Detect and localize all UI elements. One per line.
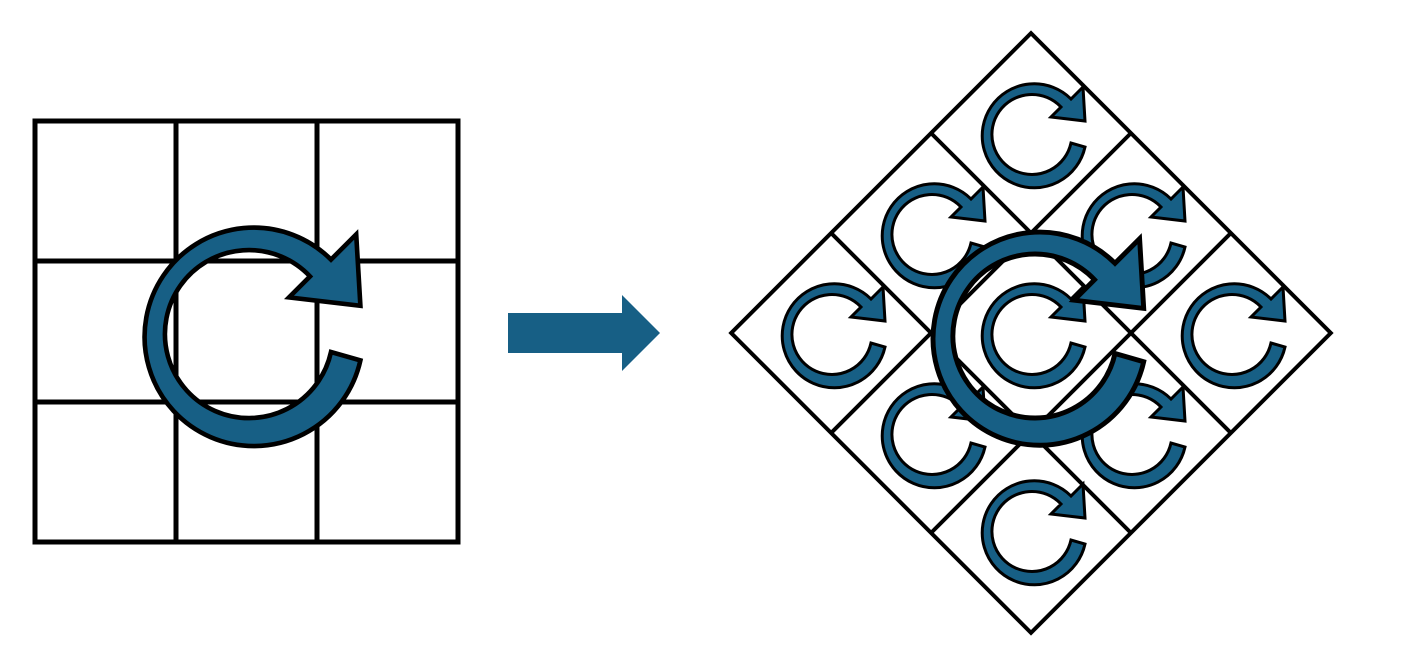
left-grid	[32, 118, 461, 545]
center-rotation-arrow-icon	[933, 232, 1144, 445]
cell-arrow-right-icon	[1180, 282, 1287, 390]
cell-arrow-top-icon	[980, 82, 1087, 190]
cell-arrow-left-icon	[780, 282, 887, 390]
cell-arrow-center-icon	[980, 282, 1087, 390]
right-arrow-icon	[508, 295, 660, 371]
right-rotated-grid	[728, 30, 1334, 636]
cell-arrow-bottom-icon	[980, 479, 1087, 587]
right-grid-lines	[728, 30, 1334, 636]
left-grid-lines	[32, 118, 461, 545]
cell-rotation-arrows	[780, 82, 1287, 587]
